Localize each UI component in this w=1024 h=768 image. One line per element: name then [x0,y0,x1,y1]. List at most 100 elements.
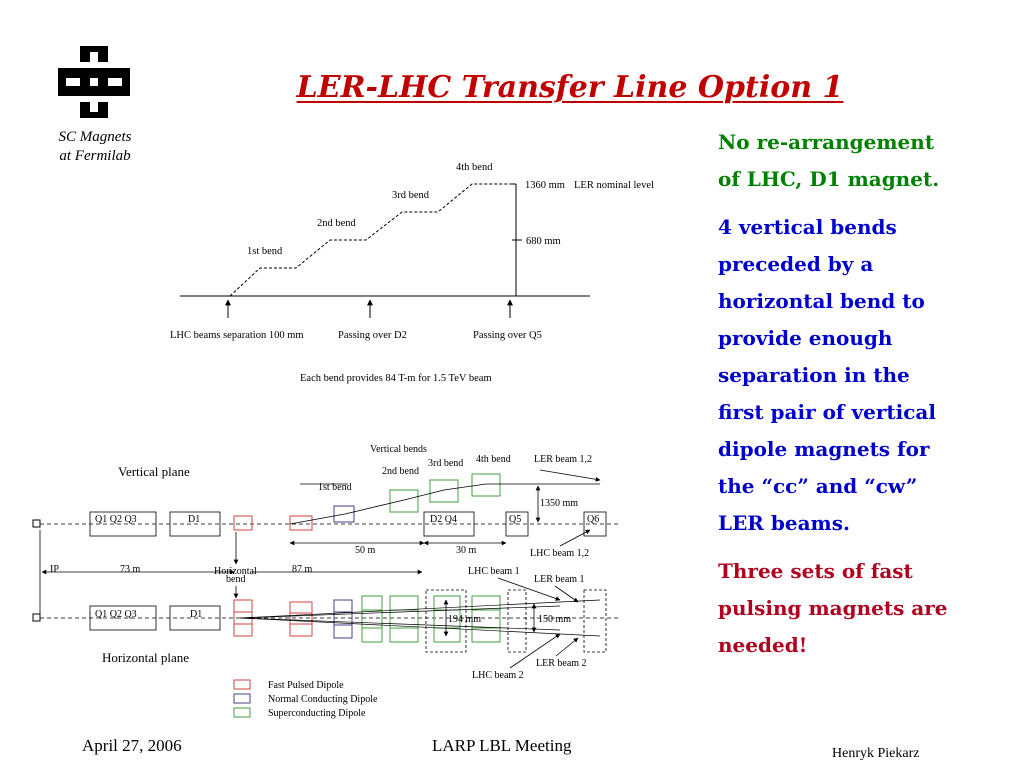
footer-date: April 27, 2006 [82,736,182,755]
legend-label-fast-pulsed: Fast Pulsed Dipole [268,680,344,691]
org-label: SC Magnets at Fermilab [30,128,160,166]
transfer-line-diagram: 1st bend 2nd bend 3rd bend 4th bend 1360… [32,162,654,719]
lhc-beam-1-arrow [497,577,561,601]
legend: Fast Pulsed Dipole Normal Conducting Dip… [233,679,378,719]
footer-meeting: LARP LBL Meeting [432,736,572,755]
fast-pulsed-dipole [289,601,313,637]
q5-box [505,511,529,537]
ler-beam-2-arrow [555,637,579,657]
p2-line: provide enough [718,326,893,350]
level-label: LER nominal level [574,180,654,191]
bend-label: bend [226,574,245,585]
p1-line2: of LHC, D1 magnet. [718,167,940,191]
vb-bend2-label: 2nd bend [382,466,419,477]
d1-label: D1 [188,514,200,525]
dist-50-label: 50 m [355,545,376,556]
org-label-line2: at Fermilab [59,148,131,164]
horizontal-label: Horizontal [214,566,257,577]
ler-beam-1-label: LER beam 1 [534,574,585,585]
footer-author: Henryk Piekarz [832,746,920,761]
vertical-plane-label: Vertical plane [118,464,190,479]
horizontal-bend-magnet [233,599,253,637]
normal-dipole-top [333,505,355,523]
d2q4-label: D2 Q4 [430,514,457,525]
q123-label-bottom: Q1 Q2 Q3 [95,609,137,620]
p3-line: pulsing magnets are [718,596,948,620]
top-bend2-label: 2nd bend [317,218,357,229]
dist-73-label: 73 m [120,564,141,575]
p2-line: first pair of vertical [718,400,936,424]
side-paragraph-1: No re-arrangement of LHC, D1 magnet. [718,124,1008,198]
lhc-beam-12-arrow [559,529,591,547]
ip-marker-top [32,519,41,528]
top-caption: Each bend provides 84 T-m for 1.5 TeV be… [300,373,492,384]
beam-spread-2 [239,617,601,637]
mm-150-label: 150 mm [538,614,571,625]
dist-87-label: 87 m [292,564,313,575]
lhc-beam-1-label: LHC beam 1 [468,566,520,577]
q123-box-bottom [89,605,157,631]
p2-line: preceded by a [718,252,874,276]
d2-dashed-region [425,589,467,653]
lhc-beam-2-label: LHC beam 2 [472,670,524,681]
p3-line: Three sets of fast [718,559,913,583]
p2-line: separation in the [718,363,910,387]
dist-30-label: 30 m [456,545,477,556]
org-label-line1: SC Magnets [58,129,132,145]
q6-label: Q6 [587,514,599,525]
vb-bend4-label: 4th bend [476,454,511,465]
q5-label-box: Q5 [509,514,521,525]
side-paragraph-3: Three sets of fast pulsing magnets are n… [718,553,1008,664]
distance-row: IP 73 m 87 m Horizontal bend [39,530,423,616]
top-bend3-label: 3rd bend [392,190,430,201]
fast-pulsed-dipole-top [289,515,313,531]
d1-box-bottom [169,605,221,631]
d2-label: Passing over D2 [338,330,407,341]
p2-line: LER beams. [718,511,850,535]
fermilab-logo [58,46,130,118]
ler-beam-path [289,483,600,525]
ip-label: IP [50,564,59,575]
sc-dipole-bend2 [389,489,419,513]
legend-swatch-fast-pulsed [233,679,251,690]
ler-beam-2-label: LER beam 2 [536,658,587,669]
p1-line1: No re-arrangement [718,130,935,154]
q6-dashed-region [583,589,607,653]
level-value: 1360 mm [525,180,565,191]
q5-label: Passing over Q5 [473,330,542,341]
beam-spread-4 [239,617,561,631]
horizontal-plane-label: Horizontal plane [102,650,189,665]
legend-swatch-superconducting [233,707,251,718]
legend-label-superconducting: Superconducting Dipole [268,708,366,719]
p2-line: horizontal bend to [718,289,925,313]
q5-dashed-region [507,589,527,653]
horizontal-plane-diagram: Q1 Q2 Q3 D1 194 mm [32,566,620,681]
normal-dipole [333,599,353,639]
legend-swatch-normal [233,693,251,704]
p3-line: needed! [718,633,808,657]
horizontal-bend-magnet-top [233,515,253,531]
vb-bend3-label: 3rd bend [428,458,463,469]
d1-box-top [169,511,221,537]
lhc-beam-12-label: LHC beam 1,2 [530,548,589,559]
sc-dipole-2 [389,595,419,643]
beam-spread-1 [239,599,601,619]
p2-line: the “cc” and “cw” [718,474,918,498]
sc-dipole-bend4 [471,473,501,497]
vb-bend1-label: 1st bend [318,482,352,493]
start-label: LHC beams separation 100 mm [170,330,304,341]
vertical-bends-label: Vertical bends [370,444,427,455]
q123-label: Q1 Q2 Q3 [95,514,137,525]
d2q4-box [423,511,475,537]
top-bend-diagram: 1st bend 2nd bend 3rd bend 4th bend 1360… [170,162,654,384]
sc-dipole-1 [361,595,383,643]
d1-label-bottom: D1 [190,609,202,620]
side-paragraph-2: 4 vertical bends preceded by a horizonta… [718,209,1008,542]
p2-line: dipole magnets for [718,437,930,461]
ip-marker-bottom [32,613,41,622]
side-text: No re-arrangement of LHC, D1 magnet. 4 v… [718,124,1008,675]
fermilab-logo-icon [58,46,130,118]
sc-dipole-3 [433,595,461,643]
sc-dipole-4 [471,595,501,643]
top-bend4-label: 4th bend [456,162,493,173]
